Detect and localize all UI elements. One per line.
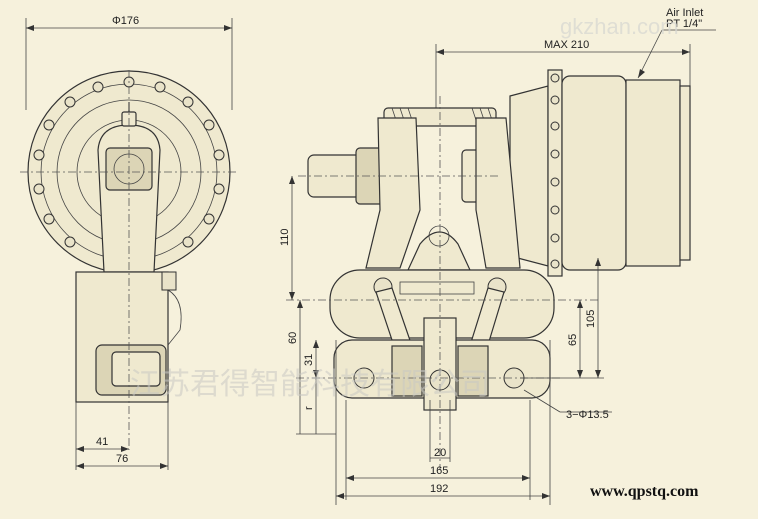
dim-192: 192 bbox=[430, 483, 448, 495]
dim-105: 105 bbox=[585, 310, 597, 328]
right-front-view bbox=[286, 29, 716, 505]
dim-165: 165 bbox=[430, 465, 448, 477]
dim-60: 60 bbox=[287, 332, 299, 344]
watermark-faint-site: gkzhan.com bbox=[560, 14, 679, 39]
chamber-bolts bbox=[550, 73, 560, 269]
dim-110: 110 bbox=[279, 228, 291, 246]
left-lever-arm bbox=[365, 117, 421, 269]
watermark-company: 江苏君得智能科技有限公司 bbox=[130, 368, 490, 401]
dim-r: r bbox=[303, 406, 315, 410]
dim-20: 20 bbox=[434, 447, 446, 459]
air-inlet-thread: PT 1/4" bbox=[666, 18, 702, 30]
dim-65: 65 bbox=[567, 334, 579, 346]
dim-41: 41 bbox=[96, 436, 108, 448]
dim-holes: 3−Φ13.5 bbox=[566, 409, 609, 421]
air-inlet-label: Air Inlet bbox=[666, 7, 703, 19]
left-side-view bbox=[20, 18, 238, 470]
watermark-site: www.qpstq.com bbox=[590, 483, 699, 500]
dim-max210: MAX 210 bbox=[544, 39, 589, 51]
dim-31: 31 bbox=[303, 354, 315, 366]
dim-phi176: Φ176 bbox=[112, 15, 139, 27]
dim-76: 76 bbox=[116, 453, 128, 465]
right-lever-arm bbox=[475, 117, 521, 269]
